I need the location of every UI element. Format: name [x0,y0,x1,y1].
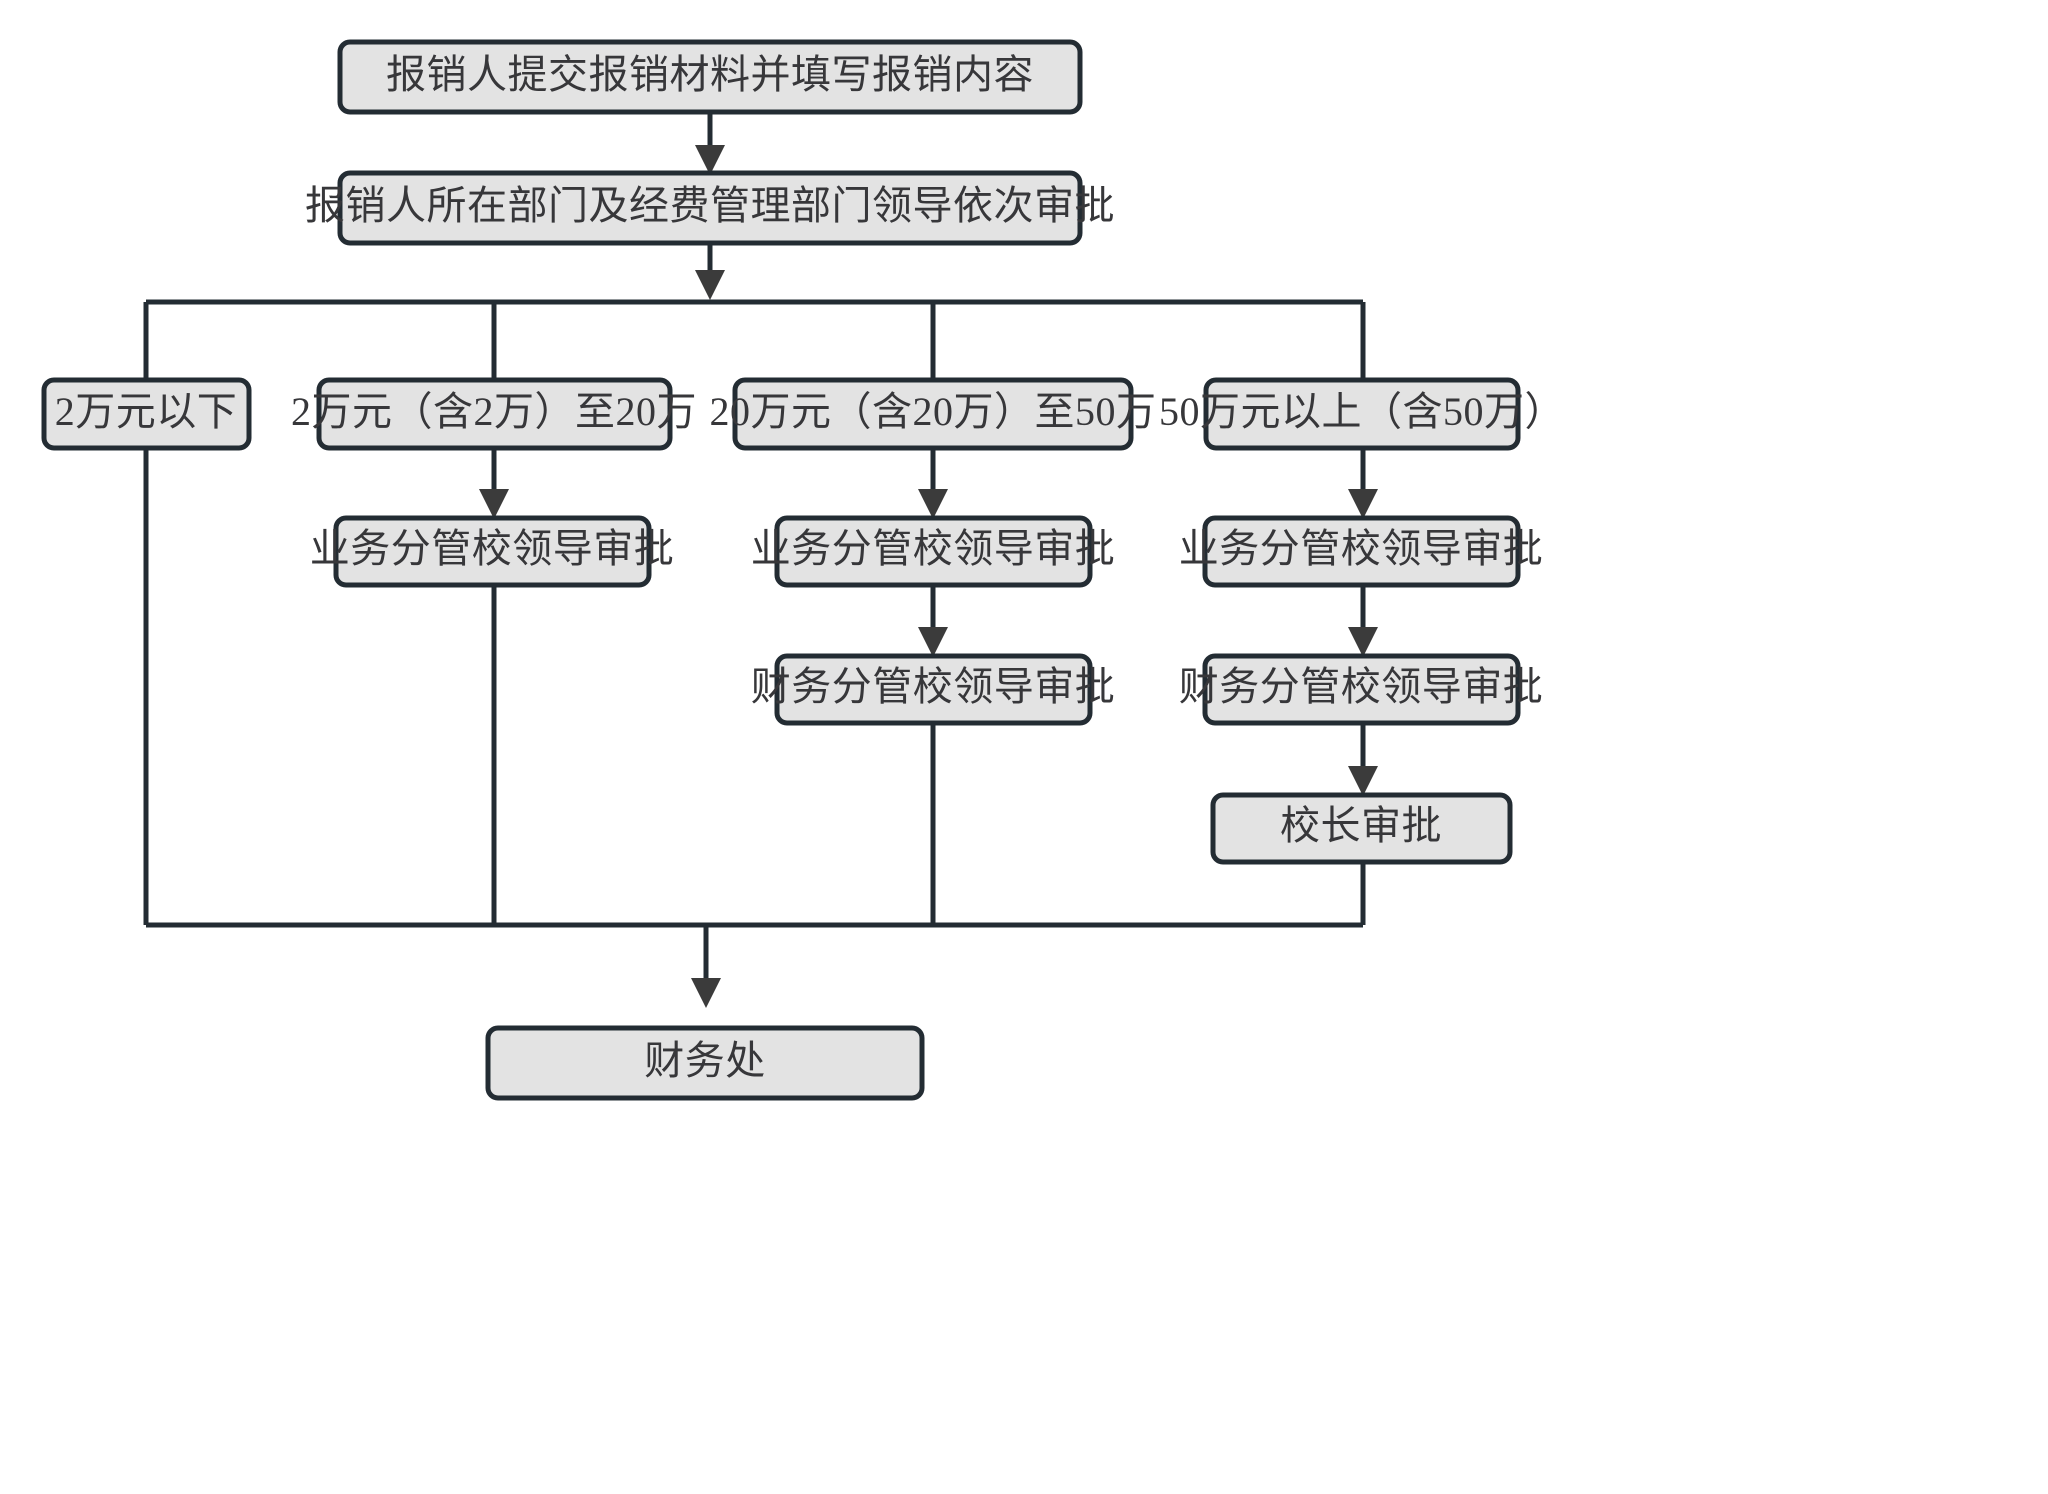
node-biz-vp-2-shape[interactable] [333,515,652,588]
arrowhead-tier3-to-biz-vp [918,489,948,519]
node-finance-office[interactable]: 财务处 [485,1025,925,1101]
node-tier4[interactable]: 50万元以上（含50万） [1159,377,1565,451]
node-biz-vp-2-label: 业务分管校领导审批 [310,526,675,571]
node-tier1-label: 2万元以下 [55,389,238,434]
node-biz-vp-4-shape[interactable] [1202,515,1521,588]
arrowhead-fin-vp4-to-president [1348,766,1378,796]
node-fin-vp-4-shape[interactable] [1202,653,1521,726]
node-finance-office-shape[interactable] [485,1025,925,1101]
node-tier1-shape[interactable] [41,377,252,451]
arrowhead-submit-to-dept-review [695,145,725,175]
edge-layer [143,112,1378,1008]
node-tier3-shape[interactable] [732,377,1134,451]
node-dept-review[interactable]: 报销人所在部门及经费管理部门领导依次审批 [305,170,1115,246]
node-tier3[interactable]: 20万元（含20万）至50万 [710,377,1157,451]
node-fin-vp-3[interactable]: 财务分管校领导审批 [751,653,1116,726]
node-dept-review-shape[interactable] [337,170,1083,246]
node-tier4-label: 50万元以上（含50万） [1159,389,1565,434]
node-tier1[interactable]: 2万元以下 [41,377,252,451]
arrowhead-tier4-to-biz-vp [1348,489,1378,519]
node-fin-vp-3-label: 财务分管校领导审批 [751,664,1116,709]
node-biz-vp-3-shape[interactable] [774,515,1093,588]
node-finance-office-label: 财务处 [644,1038,766,1083]
node-president[interactable]: 校长审批 [1210,792,1513,865]
arrowhead-dept-review-to-split [695,270,725,300]
arrowhead-biz-vp3-to-fin-vp3 [918,627,948,657]
node-fin-vp-4[interactable]: 财务分管校领导审批 [1179,653,1544,726]
node-president-label: 校长审批 [1280,803,1442,848]
node-biz-vp-4[interactable]: 业务分管校领导审批 [1179,515,1544,588]
node-biz-vp-2[interactable]: 业务分管校领导审批 [310,515,675,588]
node-biz-vp-3-label: 业务分管校领导审批 [751,526,1116,571]
node-submit[interactable]: 报销人提交报销材料并填写报销内容 [337,39,1083,115]
node-layer: 报销人提交报销材料并填写报销内容 报销人所在部门及经费管理部门领导依次审批 2万… [41,39,1565,1101]
node-tier2-label: 2万元（含2万）至20万 [291,389,697,434]
node-fin-vp-3-shape[interactable] [774,653,1093,726]
node-tier4-shape[interactable] [1203,377,1521,451]
node-president-shape[interactable] [1210,792,1513,865]
node-dept-review-label: 报销人所在部门及经费管理部门领导依次审批 [305,183,1115,228]
arrowhead-tier2-to-biz-vp [479,489,509,519]
node-biz-vp-3[interactable]: 业务分管校领导审批 [751,515,1116,588]
node-submit-label: 报销人提交报销材料并填写报销内容 [386,52,1034,97]
arrowhead-biz-vp4-to-fin-vp4 [1348,627,1378,657]
node-submit-shape[interactable] [337,39,1083,115]
node-tier3-label: 20万元（含20万）至50万 [710,389,1157,434]
arrowhead-merge-to-finance-office [691,978,721,1008]
node-tier2[interactable]: 2万元（含2万）至20万 [291,377,697,451]
node-fin-vp-4-label: 财务分管校领导审批 [1179,664,1544,709]
node-biz-vp-4-label: 业务分管校领导审批 [1179,526,1544,571]
node-tier2-shape[interactable] [316,377,673,451]
